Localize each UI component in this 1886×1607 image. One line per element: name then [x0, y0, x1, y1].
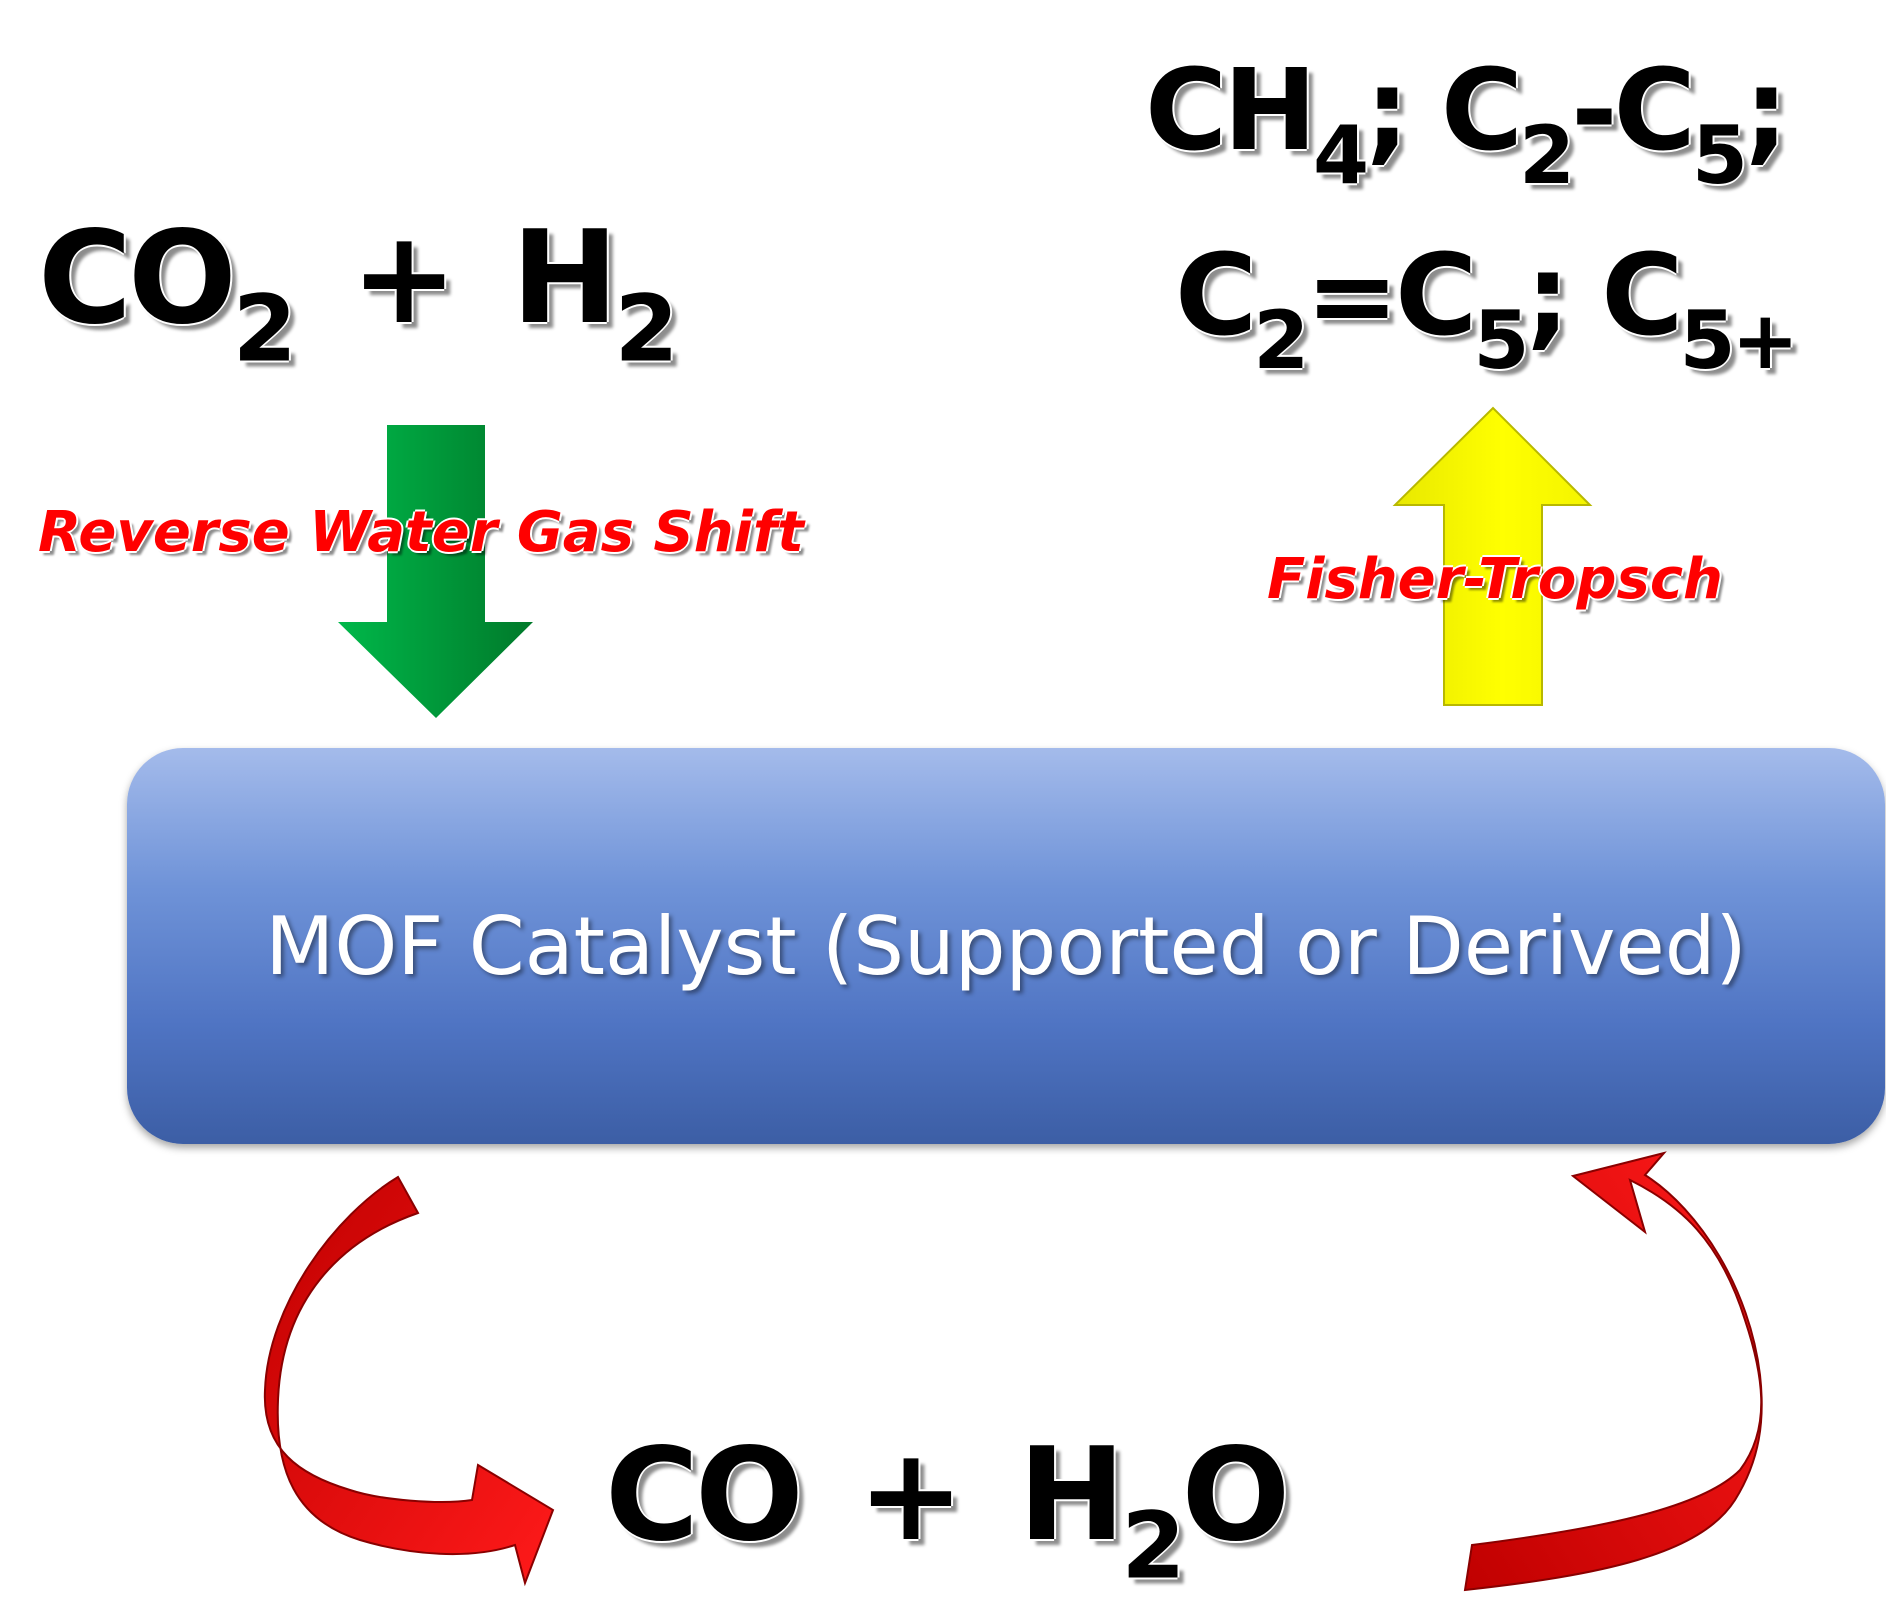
rwgs-label: Reverse Water Gas Shift [38, 500, 804, 565]
intermediates-plus: + [857, 1421, 964, 1570]
product-double-bond: = [1305, 231, 1399, 361]
product-c-subscript: 2 [1519, 108, 1575, 203]
product-c-subscript: 5 [1473, 293, 1529, 388]
product-c: C [1613, 46, 1696, 176]
intermediates-formula: CO + H2O [605, 1421, 1290, 1592]
ft-up-arrow [1392, 406, 1593, 706]
intermediate-co: CO [605, 1421, 804, 1570]
cycle-left-arrow [263, 1175, 555, 1587]
ft-label: Fisher-Tropsch [1267, 547, 1723, 612]
cycle-right-arrow [1463, 1151, 1763, 1592]
reactant-h2: H2 [511, 204, 678, 375]
h2o-o-symbol: O [1181, 1421, 1290, 1570]
h2o-h-symbol: H [1018, 1421, 1125, 1570]
product-ch: CH [1145, 46, 1317, 176]
products-line-2: C2=C5; C5+ [1175, 240, 1799, 381]
intermediate-h2o: H2O [1018, 1421, 1290, 1592]
product-separator: ; [1525, 231, 1602, 361]
product-c: C [1440, 46, 1523, 176]
product-ch-subscript: 4 [1312, 108, 1369, 203]
product-separator: ; [1365, 46, 1441, 176]
reactant-co2: CO2 [38, 204, 297, 375]
products-line-1: CH4; C2-C5; [1145, 55, 1789, 196]
reactants-plus: + [350, 204, 457, 353]
rwgs-down-arrow [338, 425, 533, 718]
reactants-formula: CO2 + H2 [38, 204, 679, 375]
co2-subscript: 2 [232, 274, 297, 383]
h2-symbol: H [511, 204, 618, 353]
product-separator: ; [1743, 46, 1789, 176]
product-c: C [1175, 231, 1257, 361]
catalyst-label: MOF Catalyst (Supported or Derived) [265, 899, 1747, 993]
product-c-subscript: 5 [1691, 108, 1748, 203]
co2-symbol: CO [38, 204, 237, 353]
product-dash: - [1571, 46, 1618, 176]
product-c-subscript: 2 [1253, 293, 1309, 388]
product-c-subscript: 5+ [1679, 293, 1799, 388]
catalyst-box: MOF Catalyst (Supported or Derived) [127, 748, 1885, 1144]
h2o-subscript: 2 [1121, 1491, 1185, 1600]
product-c: C [1601, 231, 1683, 361]
h2-subscript: 2 [614, 274, 678, 383]
product-c: C [1395, 231, 1477, 361]
